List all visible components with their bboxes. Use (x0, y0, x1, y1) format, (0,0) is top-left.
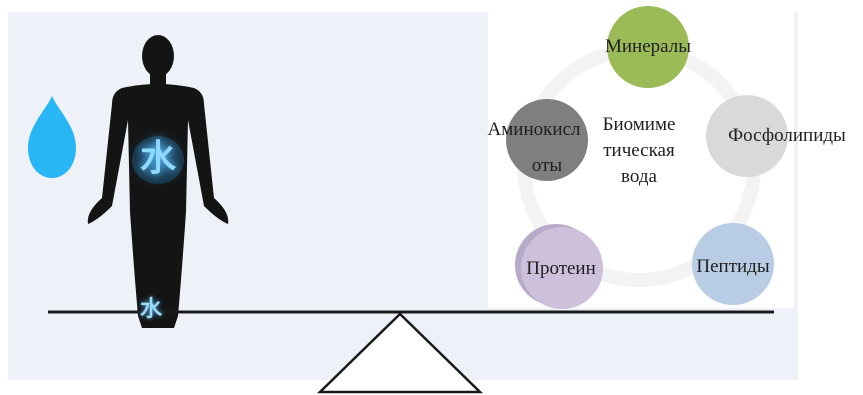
center-title-line3: вода (621, 166, 657, 187)
phospholipids-circle (706, 95, 788, 177)
amino-acids-label-line1: Аминокисл (487, 119, 581, 140)
water-drop-icon (28, 96, 76, 178)
protein-circle (521, 227, 603, 309)
human-silhouette-icon (87, 35, 229, 328)
lower-water-character: 水 (139, 297, 162, 322)
peptides-label: Пептиды (696, 256, 770, 277)
center-title-line1: Биомиме (602, 114, 676, 135)
water-character: 水 (139, 138, 176, 179)
center-title-line2: тическая (603, 140, 675, 161)
minerals-circle (607, 6, 689, 88)
protein-label: Протеин (526, 258, 596, 279)
phospholipids-label: Фосфолипиды (728, 125, 846, 146)
balance-fulcrum (316, 312, 484, 394)
peptides-circle (692, 223, 774, 305)
amino-acids-circle (506, 99, 588, 181)
abdomen-glow (132, 136, 184, 184)
center-title: Биомиме тическая вода (600, 112, 678, 190)
minerals-label: Минералы (604, 36, 691, 57)
amino-acids-label-line2: оты (531, 155, 563, 176)
